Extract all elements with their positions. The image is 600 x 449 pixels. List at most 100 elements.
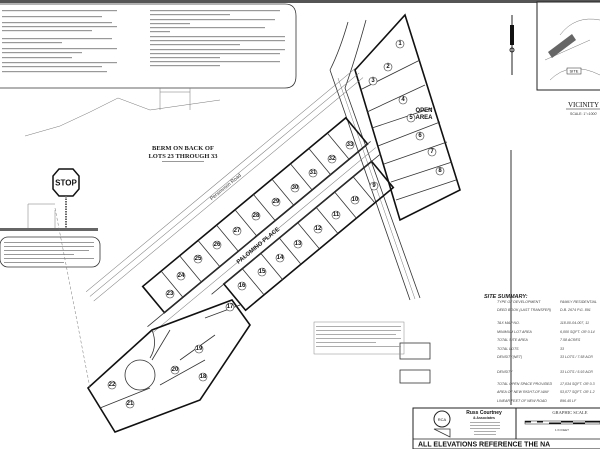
lots-east-block: OPEN AREA: [354, 13, 461, 222]
svg-text:24: 24: [178, 273, 185, 279]
svg-text:23: 23: [167, 291, 174, 297]
svg-text:118-00-04-007, 11: 118-00-04-007, 11: [560, 321, 589, 325]
svg-text:29: 29: [273, 199, 280, 205]
lot-27: 27: [232, 226, 242, 236]
svg-text:TOTAL OPEN SPACE PROVIDED: TOTAL OPEN SPACE PROVIDED: [497, 382, 552, 386]
lot-18: 18: [198, 372, 208, 382]
svg-text:SCALE: 1"=1000': SCALE: 1"=1000': [570, 112, 597, 116]
lot-8: 8: [435, 166, 445, 176]
svg-text:5: 5: [409, 115, 413, 121]
svg-text:6: 6: [418, 133, 422, 139]
svg-text:14: 14: [277, 255, 284, 261]
lot-30: 30: [290, 183, 300, 193]
svg-text:AREA: AREA: [415, 115, 433, 121]
svg-text:TYPE OF DEVELOPMENT: TYPE OF DEVELOPMENT: [497, 300, 541, 304]
svg-text:10: 10: [352, 197, 359, 203]
svg-text:8: 8: [438, 168, 442, 174]
lot-15: 15: [257, 267, 267, 277]
svg-text:33 LOTS / 5.93 ACR: 33 LOTS / 5.93 ACR: [560, 370, 593, 374]
svg-text:& Associates: & Associates: [473, 416, 495, 420]
svg-text:896.45 LF: 896.45 LF: [560, 399, 577, 403]
svg-text:GRAPHIC SCALE: GRAPHIC SCALE: [552, 410, 587, 415]
lot-4: 4: [398, 95, 408, 105]
vicinity-map: SITE VICINITY M SCALE: 1"=1000': [536, 1, 600, 116]
svg-text:18: 18: [200, 374, 207, 380]
lot-9: 9: [369, 181, 379, 191]
svg-text:17,034 SQFT. OR 0.3: 17,034 SQFT. OR 0.3: [560, 382, 595, 386]
svg-text:AREA OF NEW RIGHT-OF-WAY: AREA OF NEW RIGHT-OF-WAY: [496, 390, 550, 394]
lot-29: 29: [271, 197, 281, 207]
svg-text:DENSITY: DENSITY: [497, 370, 513, 374]
svg-text:13: 13: [295, 241, 302, 247]
lot-labels: 1 2 3 4 5 6 7 8 9 10 11 12 13 14 15 16 1…: [107, 39, 445, 409]
svg-text:SITE: SITE: [570, 69, 579, 74]
svg-text:11: 11: [333, 212, 340, 218]
lot-10: 10: [350, 195, 360, 205]
svg-text:27: 27: [234, 228, 241, 234]
svg-text:FAMILY RESIDENTIAL: FAMILY RESIDENTIAL: [560, 300, 597, 304]
svg-text:TOTAL LOTS: TOTAL LOTS: [497, 347, 519, 351]
svg-text:2: 2: [386, 64, 390, 70]
svg-text:20: 20: [172, 367, 179, 373]
svg-text:6,000 SQFT. OR 0.14: 6,000 SQFT. OR 0.14: [560, 330, 595, 334]
title-block: RCA Russ Courtney & Associates GRAPHIC S…: [412, 407, 600, 449]
svg-text:25: 25: [195, 256, 202, 262]
lot-11: 11: [331, 210, 341, 220]
lot-28: 28: [251, 211, 261, 221]
site-summary: SITE SUMMARY: TYPE OF DEVELOPMENT FAMILY …: [484, 294, 597, 403]
svg-text:VICINITY M: VICINITY M: [568, 101, 600, 109]
svg-text:DEED BOOK (LAST TRANSFER): DEED BOOK (LAST TRANSFER): [497, 308, 551, 312]
lot-17: 17: [225, 302, 235, 312]
svg-text:33 LOTS / 7.58 ACR: 33 LOTS / 7.58 ACR: [560, 355, 593, 359]
lot-1: 1: [395, 39, 405, 49]
svg-text:Russ Courtney: Russ Courtney: [466, 410, 502, 416]
svg-text:17: 17: [227, 304, 234, 310]
svg-text:9: 9: [372, 183, 376, 189]
lot-3: 3: [368, 76, 378, 86]
lot-23: 23: [165, 289, 175, 299]
lot-20: 20: [170, 365, 180, 375]
svg-text:BERM ON BACK OF: BERM ON BACK OF: [152, 145, 214, 152]
svg-text:1: 1: [398, 41, 402, 47]
svg-text:SITE SUMMARY:: SITE SUMMARY:: [484, 294, 528, 300]
svg-text:3: 3: [371, 78, 375, 84]
lot-25: 25: [193, 254, 203, 264]
svg-text:STOP: STOP: [55, 179, 77, 188]
svg-text:21: 21: [127, 401, 134, 407]
sheet-border: [0, 0, 600, 3]
north-arrow-icon: [509, 15, 515, 75]
lot-21: 21: [125, 399, 135, 409]
lot-32: 32: [327, 154, 337, 164]
detail-notes: [313, 321, 431, 384]
cul-de-sac-block: [54, 207, 251, 433]
svg-text:PALOMINO PLACE: PALOMINO PLACE: [236, 227, 281, 266]
svg-text:22: 22: [109, 382, 116, 388]
svg-text:7: 7: [430, 149, 434, 155]
firm-logo: [433, 410, 451, 428]
svg-text:OPEN: OPEN: [415, 108, 432, 114]
stop-sign-detail: STOP: [0, 168, 101, 268]
lot-24: 24: [176, 271, 186, 281]
svg-text:28: 28: [253, 213, 260, 219]
lot-22: 22: [107, 380, 117, 390]
lot-26: 26: [212, 240, 222, 250]
svg-text:TAX MAP NO.: TAX MAP NO.: [497, 321, 520, 325]
svg-text:Persimmon Road: Persimmon Road: [209, 173, 243, 202]
svg-text:32: 32: [329, 156, 336, 162]
svg-text:33: 33: [347, 142, 354, 148]
cross-road: [329, 19, 421, 301]
lot-5: 5: [406, 113, 416, 123]
svg-text:12: 12: [315, 226, 322, 232]
graphic-scale-bar: [524, 420, 600, 425]
lot-14: 14: [275, 253, 285, 263]
stop-sign-icon: [52, 168, 80, 197]
lot-16: 16: [237, 281, 247, 291]
lot-7: 7: [427, 147, 437, 157]
svg-text:D.B. 2674 P.G. 891: D.B. 2674 P.G. 891: [560, 308, 591, 312]
svg-text:MINIMUM LOT AREA: MINIMUM LOT AREA: [497, 330, 532, 334]
general-notes-box: [0, 3, 297, 89]
svg-text:31: 31: [310, 170, 317, 176]
lot-13: 13: [293, 239, 303, 249]
svg-text:LINEAR FEET OF NEW ROAD: LINEAR FEET OF NEW ROAD: [497, 399, 547, 403]
